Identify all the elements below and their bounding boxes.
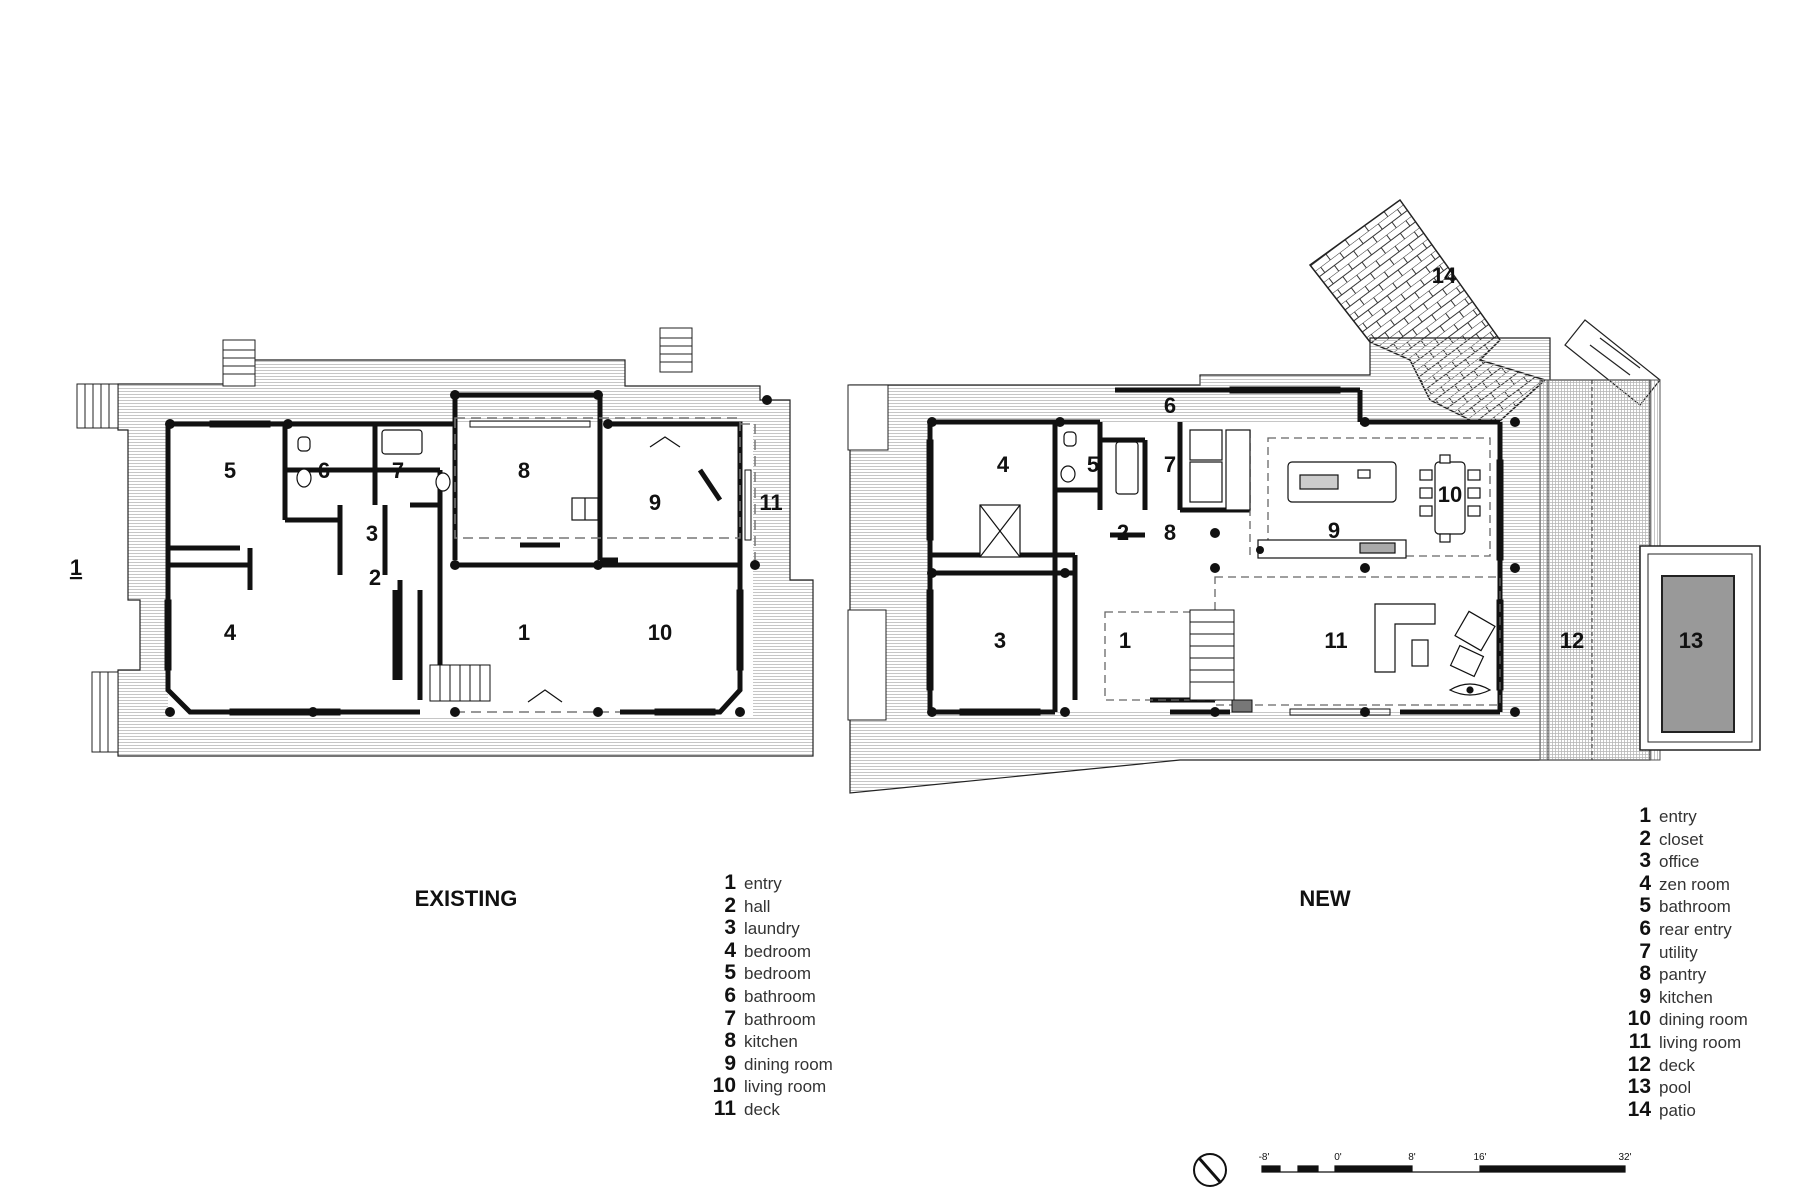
new-room-4: 4 xyxy=(997,452,1010,477)
existing-room-8: 8 xyxy=(518,458,530,483)
new-plan xyxy=(847,198,1761,794)
new-room-14: 14 xyxy=(1432,263,1457,288)
new-room-11: 11 xyxy=(1324,628,1347,653)
new-room-8: 8 xyxy=(1164,520,1176,545)
existing-room-9: 9 xyxy=(649,490,661,515)
new-room-10: 10 xyxy=(1438,482,1462,507)
existing-plan xyxy=(76,327,814,757)
existing-side-label: 1 xyxy=(70,555,82,580)
existing-room-4: 4 xyxy=(224,620,237,645)
existing-stairs xyxy=(76,327,693,753)
existing-room-7: 7 xyxy=(392,458,404,483)
new-room-2: 2 xyxy=(1117,520,1129,545)
new-room-6: 6 xyxy=(1164,393,1176,418)
existing-room-6: 6 xyxy=(318,458,330,483)
scale-tick-32: 32' xyxy=(1618,1152,1631,1163)
new-room-3: 3 xyxy=(994,628,1006,653)
existing-room-3: 3 xyxy=(366,521,378,546)
existing-title: EXISTING xyxy=(415,886,518,911)
new-room-labels: 1 2 3 4 5 6 7 8 9 10 11 12 13 14 xyxy=(994,263,1703,653)
existing-room-1: 1 xyxy=(518,620,530,645)
existing-room-5: 5 xyxy=(224,458,236,483)
scale-tick-16: 16' xyxy=(1473,1152,1486,1163)
existing-room-11: 11 xyxy=(759,490,782,515)
scale-tick-neg8: -8' xyxy=(1259,1152,1270,1163)
new-columns xyxy=(927,417,1520,717)
existing-room-2: 2 xyxy=(369,565,381,590)
scale-bar: -8' 0' 8' 16' 32' xyxy=(1259,1152,1632,1173)
new-room-5: 5 xyxy=(1087,452,1099,477)
new-title: NEW xyxy=(1299,886,1351,911)
existing-columns xyxy=(165,390,772,717)
new-room-9: 9 xyxy=(1328,518,1340,543)
existing-room-labels: 1 2 3 4 5 6 7 8 9 10 11 1 xyxy=(70,458,783,645)
existing-walls xyxy=(165,392,743,715)
scale-tick-8: 8' xyxy=(1408,1152,1416,1163)
new-room-1: 1 xyxy=(1119,628,1131,653)
new-room-13: 13 xyxy=(1679,628,1703,653)
scale-tick-0: 0' xyxy=(1334,1152,1342,1163)
new-room-7: 7 xyxy=(1164,452,1176,477)
north-arrow-icon xyxy=(1193,1153,1227,1187)
new-pool xyxy=(1639,545,1761,751)
existing-room-10: 10 xyxy=(648,620,672,645)
new-room-12: 12 xyxy=(1560,628,1584,653)
